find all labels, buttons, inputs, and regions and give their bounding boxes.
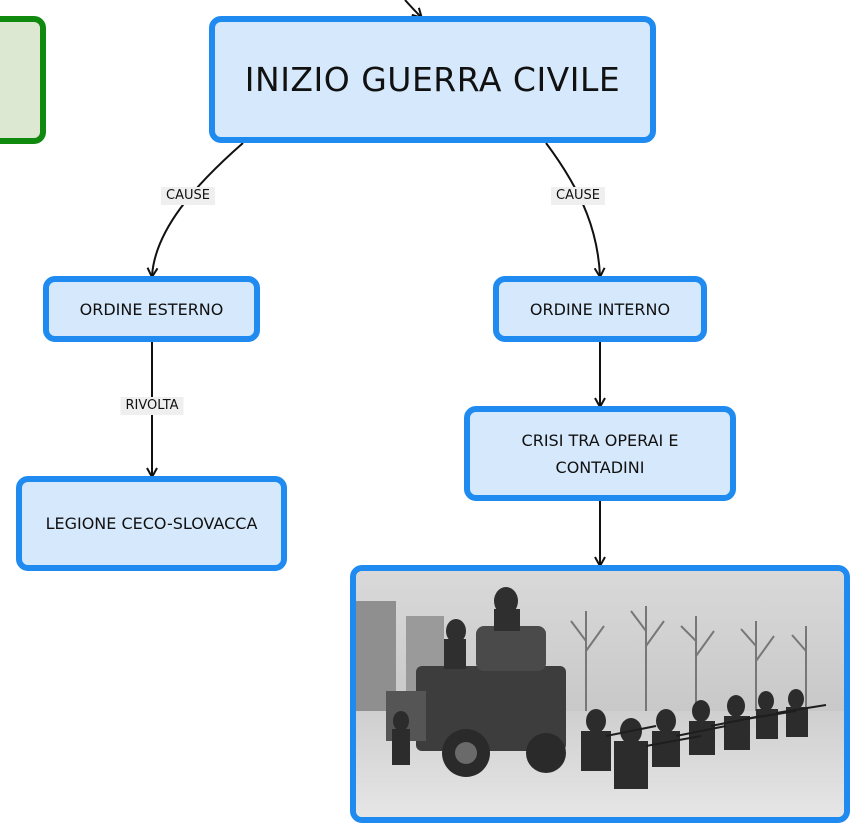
internal-order-node[interactable]: ORDINE INTERNO bbox=[493, 276, 707, 342]
external-order-node[interactable]: ORDINE ESTERNO bbox=[43, 276, 260, 342]
link-label-revolt: RIVOLTA bbox=[120, 397, 184, 415]
link-label-cause-left: CAUSE bbox=[161, 187, 215, 205]
connector-main-to-external bbox=[152, 142, 244, 276]
crisis-label: CRISI TRA OPERAI E CONTADINI bbox=[522, 427, 679, 481]
legion-label: LEGIONE CECO-SLOVACCA bbox=[45, 514, 258, 533]
crisis-label-line1: CRISI TRA OPERAI E bbox=[521, 430, 679, 450]
internal-order-label: ORDINE INTERNO bbox=[529, 299, 671, 319]
crisis-label-line2: CONTADINI bbox=[555, 457, 645, 477]
link-label-cause-right: CAUSE bbox=[551, 187, 605, 205]
historical-photo[interactable] bbox=[350, 565, 850, 823]
legion-node[interactable]: LEGIONE CECO-SLOVACCA bbox=[16, 476, 287, 571]
main-node-label: INIZIO GUERRA CIVILE bbox=[244, 60, 621, 99]
incoming-connector bbox=[404, 0, 421, 17]
side-node-partial[interactable] bbox=[0, 16, 46, 144]
external-order-label: ORDINE ESTERNO bbox=[79, 299, 224, 319]
crisis-node[interactable]: CRISI TRA OPERAI E CONTADINI bbox=[464, 406, 736, 501]
main-node[interactable]: INIZIO GUERRA CIVILE bbox=[209, 16, 656, 143]
connector-main-to-internal bbox=[545, 142, 600, 276]
photo-illustration bbox=[356, 571, 844, 817]
